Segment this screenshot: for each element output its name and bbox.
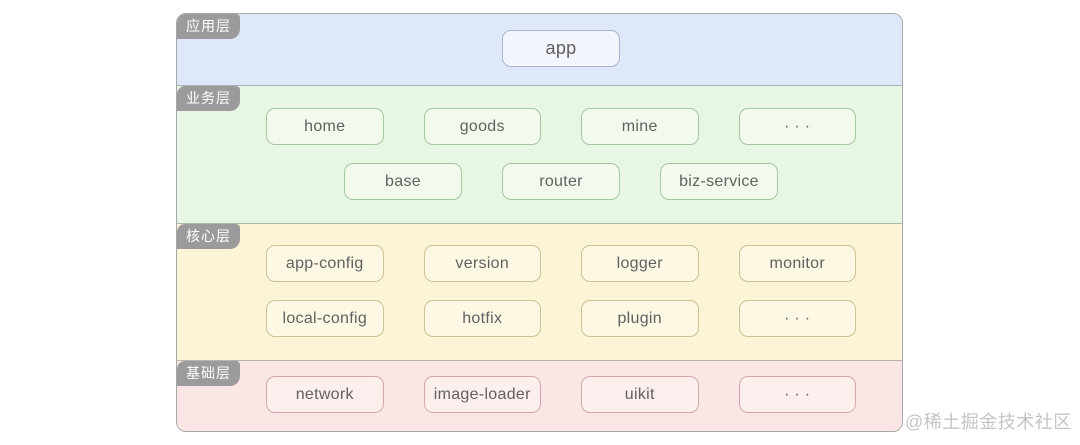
layer-application: 应用层 app bbox=[177, 14, 902, 86]
node-hotfix: hotfix bbox=[423, 300, 541, 337]
node-more-business: · · · bbox=[738, 108, 856, 145]
node-monitor: monitor bbox=[738, 245, 856, 282]
node-mine: mine bbox=[581, 108, 699, 145]
node-biz-service: biz-service bbox=[660, 163, 778, 200]
layer-tag-business: 业务层 bbox=[177, 86, 240, 111]
business-row-1: home goods mine · · · bbox=[266, 108, 856, 145]
node-app: app bbox=[502, 30, 620, 67]
node-more-core: · · · bbox=[738, 300, 856, 337]
layer-core: 核心层 app-config version logger monitor lo… bbox=[177, 224, 902, 361]
node-logger: logger bbox=[581, 245, 699, 282]
layer-business-content: home goods mine · · · base router biz-se… bbox=[177, 86, 902, 200]
node-local-config: local-config bbox=[266, 300, 384, 337]
layer-application-content: app bbox=[177, 14, 902, 67]
layer-tag-application: 应用层 bbox=[177, 14, 240, 39]
layered-architecture-diagram: 应用层 app 业务层 home goods mine · · · base r… bbox=[176, 13, 903, 432]
core-row-2: local-config hotfix plugin · · · bbox=[266, 300, 856, 337]
business-row-2: base router biz-service bbox=[266, 163, 856, 200]
node-router: router bbox=[502, 163, 620, 200]
node-version: version bbox=[423, 245, 541, 282]
node-goods: goods bbox=[423, 108, 541, 145]
layer-tag-foundation: 基础层 bbox=[177, 361, 240, 386]
node-app-config: app-config bbox=[266, 245, 384, 282]
core-row-1: app-config version logger monitor bbox=[266, 245, 856, 282]
layer-foundation: 基础层 network image-loader uikit · · · bbox=[177, 361, 902, 431]
foundation-row-1: network image-loader uikit · · · bbox=[266, 376, 856, 413]
node-base: base bbox=[344, 163, 462, 200]
layer-foundation-content: network image-loader uikit · · · bbox=[177, 361, 902, 413]
node-uikit: uikit bbox=[581, 376, 699, 413]
node-plugin: plugin bbox=[581, 300, 699, 337]
layer-business: 业务层 home goods mine · · · base router bi… bbox=[177, 86, 902, 224]
layer-core-content: app-config version logger monitor local-… bbox=[177, 224, 902, 337]
node-more-foundation: · · · bbox=[738, 376, 856, 413]
node-image-loader: image-loader bbox=[423, 376, 541, 413]
layer-tag-core: 核心层 bbox=[177, 224, 240, 249]
application-row-1: app bbox=[266, 30, 856, 67]
node-home: home bbox=[266, 108, 384, 145]
watermark-juejin-community: @稀土掘金技术社区 bbox=[905, 412, 1072, 432]
node-network: network bbox=[266, 376, 384, 413]
